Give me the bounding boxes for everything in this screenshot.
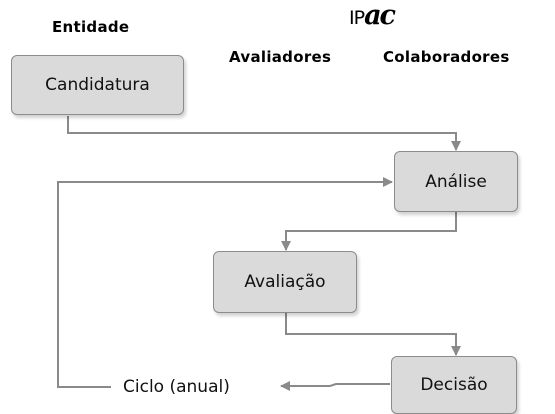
header-entidade: Entidade [52,18,130,36]
arrow-candidatura-to-analise [67,116,461,151]
logo-ip-text: IP [349,7,365,29]
ipac-logo: IPac [349,0,396,31]
node-decisao: Decisão [391,356,517,414]
header-avaliadores: Avaliadores [229,48,332,66]
cycle-label: Ciclo (anual) [123,377,230,397]
header-colaboradores: Colaboradores [383,48,510,66]
logo-ac-text: ac [364,0,396,31]
node-avaliacao: Avaliação [213,251,357,313]
arrow-avaliacao-to-decisao [285,313,461,356]
arrow-decisao-to-ciclo [280,381,390,391]
node-analise: Análise [394,151,518,212]
arrow-ciclo-to-analise [57,177,393,388]
node-candidatura: Candidatura [11,55,184,115]
arrow-analise-to-avaliacao [281,212,457,251]
